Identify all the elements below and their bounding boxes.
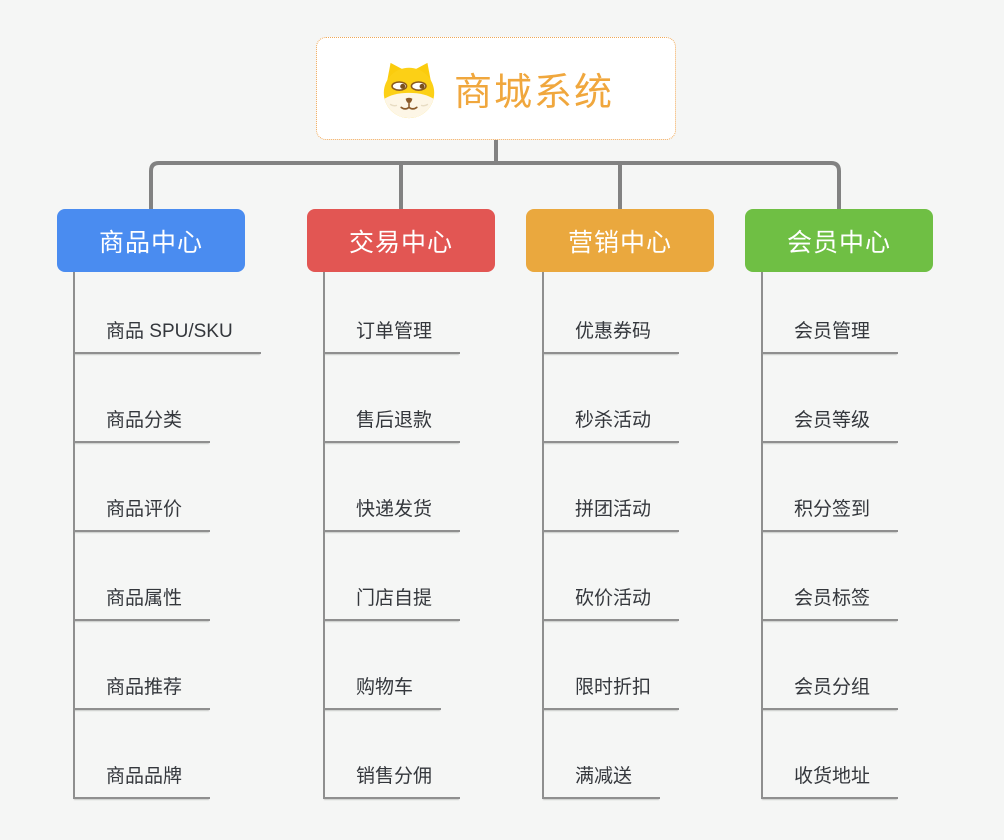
mindmap-item[interactable]: 限时折扣 <box>542 672 680 710</box>
mindmap-item[interactable]: 会员分组 <box>761 672 899 710</box>
branch-label: 交易中心 <box>348 228 453 257</box>
mindmap-item-row: 购物车 <box>307 621 557 710</box>
mindmap-item[interactable]: 销售分佣 <box>323 761 461 799</box>
mindmap-item-row: 会员分组 <box>745 621 995 710</box>
mindmap-item[interactable]: 商品推荐 <box>73 672 211 710</box>
mindmap-item-row: 会员管理 <box>745 265 995 354</box>
mindmap-item[interactable]: 砍价活动 <box>542 583 680 621</box>
mindmap-item-row: 售后退款 <box>307 354 557 443</box>
mindmap-item[interactable]: 商品分类 <box>73 405 211 443</box>
mindmap-item[interactable]: 收货地址 <box>761 761 899 799</box>
mindmap-item-row: 会员标签 <box>745 532 995 621</box>
mindmap-item-row: 积分签到 <box>745 443 995 532</box>
mindmap-item[interactable]: 拼团活动 <box>542 494 680 532</box>
mindmap-item[interactable]: 商品属性 <box>73 583 211 621</box>
branch-rail-line <box>73 272 75 799</box>
mindmap-item[interactable]: 购物车 <box>323 672 442 710</box>
branch-rail-line <box>761 272 763 799</box>
mindmap-item[interactable]: 满减送 <box>542 761 661 799</box>
mindmap-item[interactable]: 秒杀活动 <box>542 405 680 443</box>
branch-header[interactable]: 交易中心 <box>307 209 495 272</box>
branch-label: 商品中心 <box>98 228 203 257</box>
mindmap-item[interactable]: 商品品牌 <box>73 761 211 799</box>
mindmap-item[interactable]: 会员等级 <box>761 405 899 443</box>
root-title: 商城系统 <box>453 72 614 114</box>
mindmap-item-row: 商品推荐 <box>57 621 307 710</box>
mindmap-item[interactable]: 门店自提 <box>323 583 461 621</box>
mindmap-item[interactable]: 商品 SPU/SKU <box>73 316 261 354</box>
mindmap-item-row: 优惠券码 <box>526 265 776 354</box>
branch-item-list: 订单管理售后退款快递发货门店自提购物车销售分佣 <box>307 265 557 799</box>
branch-label: 营销中心 <box>567 228 672 257</box>
mindmap-item-row: 秒杀活动 <box>526 354 776 443</box>
branch: 会员中心 会员管理会员等级积分签到会员标签会员分组收货地址 <box>745 209 995 799</box>
dog-face-icon <box>383 62 435 118</box>
branch-header[interactable]: 会员中心 <box>745 209 933 272</box>
mindmap-item-row: 砍价活动 <box>526 532 776 621</box>
mindmap-item-row: 限时折扣 <box>526 621 776 710</box>
branch: 营销中心 优惠券码秒杀活动拼团活动砍价活动限时折扣满减送 <box>526 209 776 799</box>
mindmap-item[interactable]: 优惠券码 <box>542 316 680 354</box>
mindmap-item-row: 商品评价 <box>57 443 307 532</box>
mindmap-item[interactable]: 售后退款 <box>323 405 461 443</box>
mindmap-item-row: 销售分佣 <box>307 710 557 799</box>
mindmap-item-row: 订单管理 <box>307 265 557 354</box>
branch: 交易中心 订单管理售后退款快递发货门店自提购物车销售分佣 <box>307 209 557 799</box>
branch-item-list: 商品 SPU/SKU 商品分类商品评价商品属性商品推荐商品品牌 <box>57 265 307 799</box>
branch-rail-line <box>323 272 325 799</box>
branch-header[interactable]: 商品中心 <box>57 209 245 272</box>
mindmap-item[interactable]: 会员管理 <box>761 316 899 354</box>
mindmap-item-row: 商品 SPU/SKU <box>57 265 307 354</box>
mindmap-item-row: 商品品牌 <box>57 710 307 799</box>
mindmap-item[interactable]: 商品评价 <box>73 494 211 532</box>
mindmap-item[interactable]: 快递发货 <box>323 494 461 532</box>
mindmap-item-row: 商品分类 <box>57 354 307 443</box>
branch-header[interactable]: 营销中心 <box>526 209 714 272</box>
mindmap-item-row: 商品属性 <box>57 532 307 621</box>
branch: 商品中心 商品 SPU/SKU 商品分类商品评价商品属性商品推荐商品品牌 <box>57 209 307 799</box>
mindmap-item-row: 拼团活动 <box>526 443 776 532</box>
mindmap-item-row: 门店自提 <box>307 532 557 621</box>
branch-item-list: 优惠券码秒杀活动拼团活动砍价活动限时折扣满减送 <box>526 265 776 799</box>
mindmap-item[interactable]: 会员标签 <box>761 583 899 621</box>
mindmap-item-row: 会员等级 <box>745 354 995 443</box>
mindmap-item-row: 收货地址 <box>745 710 995 799</box>
mindmap-item-row: 满减送 <box>526 710 776 799</box>
mindmap-item-row: 快递发货 <box>307 443 557 532</box>
branch-rail-line <box>542 272 544 799</box>
mindmap-item[interactable]: 积分签到 <box>761 494 899 532</box>
branch-label: 会员中心 <box>786 228 891 257</box>
branch-item-list: 会员管理会员等级积分签到会员标签会员分组收货地址 <box>745 265 995 799</box>
mindmap-item[interactable]: 订单管理 <box>323 316 461 354</box>
root-node[interactable]: 商城系统 <box>316 37 676 140</box>
